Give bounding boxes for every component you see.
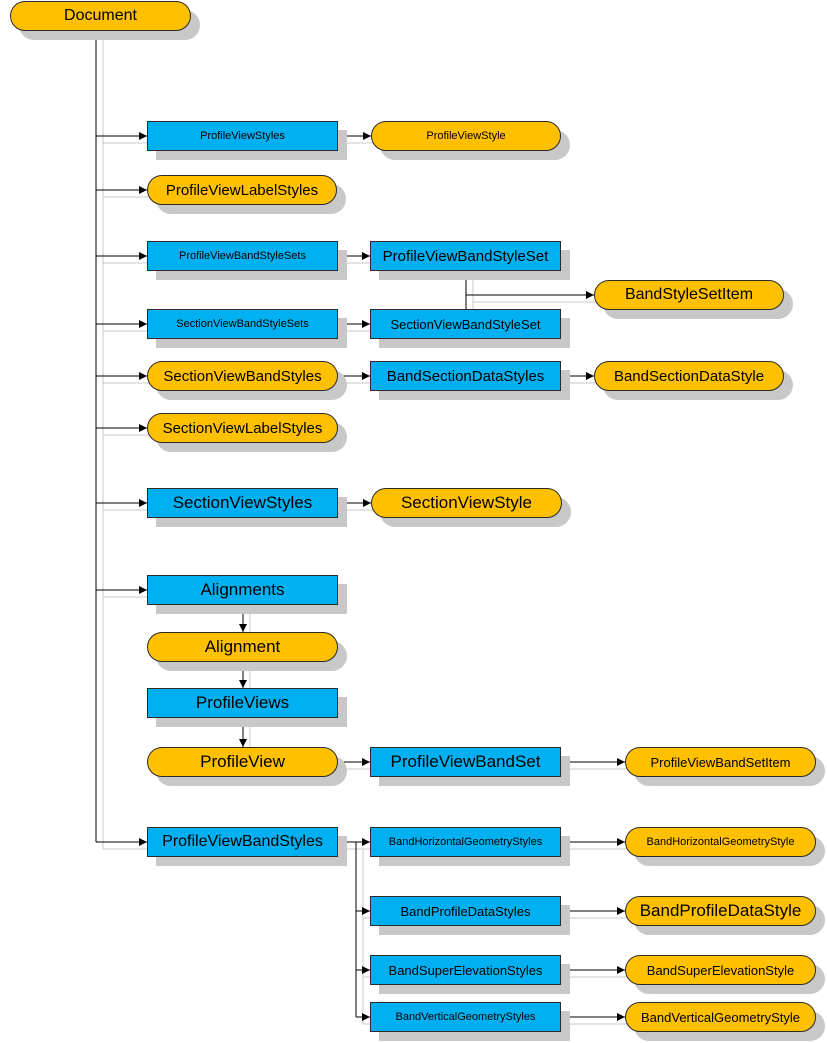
node-section-view-styles: SectionViewStyles — [147, 488, 338, 518]
node-document: Document — [10, 1, 191, 31]
node-section-view-band-style-set: SectionViewBandStyleSet — [370, 309, 561, 339]
node-alignments: Alignments — [147, 575, 338, 605]
node-band-vertical-geometry-styles: BandVerticalGeometryStyles — [370, 1002, 561, 1032]
node-section-view-style: SectionViewStyle — [371, 488, 562, 518]
node-band-profile-data-style: BandProfileDataStyle — [625, 896, 816, 926]
node-profile-view-styles: ProfileViewStyles — [147, 121, 338, 151]
node-profile-view-band-set: ProfileViewBandSet — [370, 747, 561, 777]
node-band-profile-data-styles: BandProfileDataStyles — [370, 896, 561, 926]
node-band-horizontal-geometry-styles: BandHorizontalGeometryStyles — [370, 827, 561, 857]
node-profile-view-label-styles: ProfileViewLabelStyles — [147, 175, 337, 205]
node-section-view-band-styles: SectionViewBandStyles — [147, 361, 338, 391]
node-band-horizontal-geometry-style: BandHorizontalGeometryStyle — [625, 827, 816, 857]
node-band-section-data-styles: BandSectionDataStyles — [370, 361, 561, 391]
node-band-super-elevation-style: BandSuperElevationStyle — [625, 955, 816, 985]
node-profile-view-band-style-sets: ProfileViewBandStyleSets — [147, 241, 338, 271]
node-alignment: Alignment — [147, 632, 338, 662]
node-profile-views: ProfileViews — [147, 688, 338, 718]
node-profile-view-band-set-item: ProfileViewBandSetItem — [625, 747, 816, 777]
node-section-view-band-style-sets: SectionViewBandStyleSets — [147, 309, 338, 339]
node-profile-view-style: ProfileViewStyle — [371, 121, 561, 151]
node-band-super-elevation-styles: BandSuperElevationStyles — [370, 955, 561, 985]
node-band-vertical-geometry-style: BandVerticalGeometryStyle — [625, 1002, 816, 1032]
node-section-view-label-styles: SectionViewLabelStyles — [147, 413, 338, 443]
node-band-section-data-style: BandSectionDataStyle — [594, 361, 784, 391]
node-band-style-set-item: BandStyleSetItem — [594, 280, 784, 310]
connector-style-sets-to-item — [465, 271, 594, 309]
node-profile-view-band-style-set: ProfileViewBandStyleSet — [370, 241, 561, 271]
node-profile-view-band-styles: ProfileViewBandStyles — [147, 827, 338, 857]
node-profile-view: ProfileView — [147, 747, 338, 777]
